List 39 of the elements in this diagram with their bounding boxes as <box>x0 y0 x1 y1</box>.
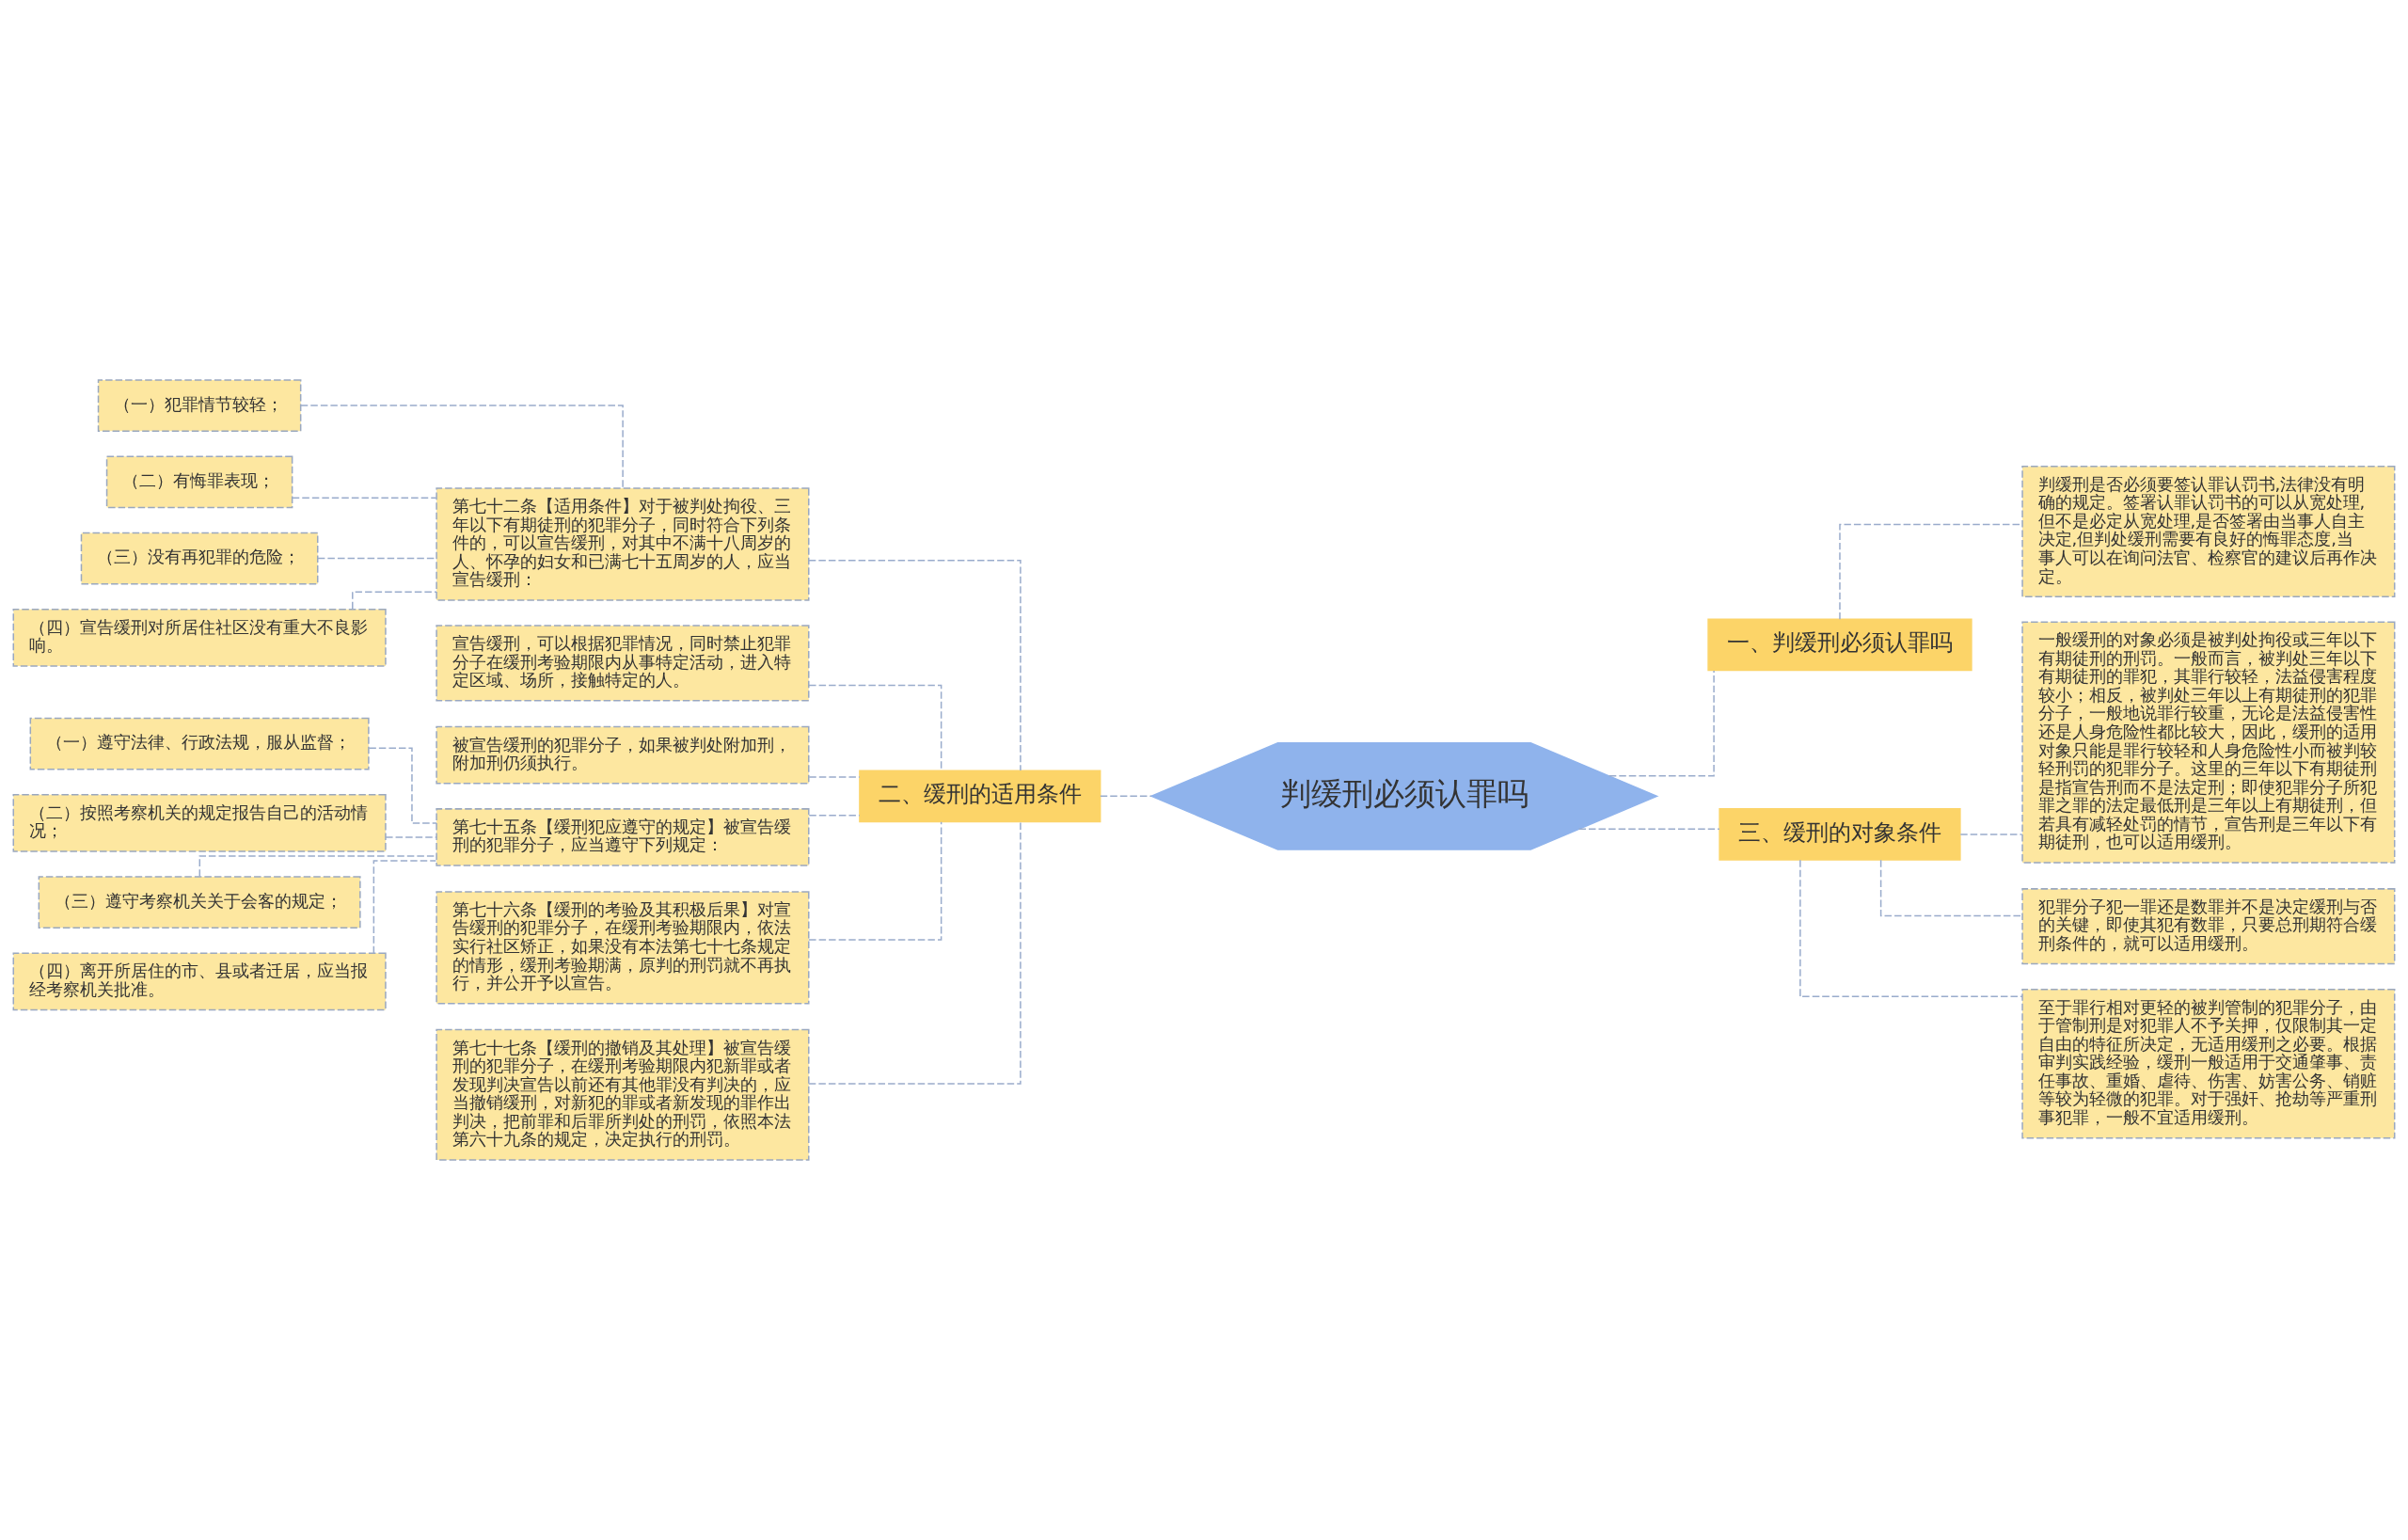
connector <box>368 747 437 824</box>
connector <box>808 820 943 941</box>
node-box: 第七十六条【缓刑的考验及其积极后果】对宣告缓刑的犯罪分子，在缓刑考验期限内，依法实行社区矫正，如果没有本法第七十七条规定的情形，缓刑考验期满，原判的刑罚就不再执行，并公开予以宣告。 <box>436 891 810 1005</box>
node-box: 判缓刑是否必须要签认罪认罚书,法律没有明确的规定。签署认罪认罚书的可以从宽处理,但不是必定从宽处理,是否签署由当事人自主决定,但判处缓刑需要有良好的悔罪态度,当事人可以在询问法官、检察官的建议后再作决定。 <box>2021 466 2396 597</box>
connector <box>372 860 437 954</box>
connector <box>808 820 1022 1085</box>
node-box: 宣告缓刑，可以根据犯罪情况，同时禁止犯罪分子在缓刑考验期限内从事特定活动，进入特定区域、场所，接触特定的人。 <box>436 625 810 702</box>
connector <box>1879 859 2023 917</box>
connector <box>808 776 861 778</box>
connector <box>1100 795 1152 798</box>
connector <box>1608 670 1715 777</box>
node-box: （一）遵守法律、行政法规，服从监督； <box>29 717 370 770</box>
node-box: 第七十五条【缓刑犯应遵守的规定】被宣告缓刑的犯罪分子，应当遵守下列规定： <box>436 808 810 866</box>
connector <box>808 684 943 771</box>
connector <box>300 405 624 489</box>
connector <box>292 497 437 499</box>
node-box: （三）没有再犯罪的危险； <box>80 532 319 585</box>
node-box: 一、判缓刑必须认罪吗 <box>1707 618 1972 672</box>
node-box: （四）离开所居住的市、县或者迁居，应当报经考察机关批准。 <box>12 952 387 1011</box>
connector <box>808 560 1022 771</box>
connector <box>352 591 437 611</box>
connector <box>1959 834 2023 835</box>
node-box: 犯罪分子犯一罪还是数罪并不是决定缓刑与否的关键，即使其犯有数罪，只要总刑期符合缓刑条件的，就可以适用缓刑。 <box>2021 888 2396 965</box>
connector <box>385 836 437 838</box>
node-box: （二）有悔罪表现； <box>105 455 293 509</box>
connector <box>1577 828 1720 831</box>
node-box: （一）犯罪情节较轻； <box>97 379 302 432</box>
node-box: （二）按照考察机关的规定报告自己的活动情况； <box>12 794 387 852</box>
node-box: 至于罪行相对更轻的被判管制的犯罪分子，由于管制刑是对犯罪人不予关押，仅限制其一定自由的特征所决定，无适用缓刑之必要。根据审判实践经验，缓刑一般适用于交通肇事、责任事故、重婚、虐待、伤害、妨害公务、销赃等较为轻微的犯罪。对于强奸、抢劫等严重刑事犯罪，一般不宜适用缓刑。 <box>2021 988 2396 1139</box>
connector <box>1799 859 2023 997</box>
node-box: （四）宣告缓刑对所居住社区没有重大不良影响。 <box>12 609 387 667</box>
node-box: 一般缓刑的对象必须是被判处拘役或三年以下有期徒刑的刑罚。一般而言，被判处三年以下有期徒刑的罪犯，其罪行较轻，法益侵害程度较小；相反，被判处三年以上有期徒刑的犯罪分子，一般地说罪行较重，无论是法益侵害性还是人身危险性都比较大，因此，缓刑的适用对象只能是罪行较轻和人身危险性小而被判较轻刑罚的犯罪分子。这里的三年以下有期徒刑是指宣告刑而不是法定刑；即使犯罪分子所犯罪之罪的法定最低刑是三年以上有期徒刑，但若具有减轻处罚的情节，宣告刑是三年以下有期徒刑，也可以适用缓刑。 <box>2021 621 2396 864</box>
connector <box>808 814 861 817</box>
node-box: 三、缓刑的对象条件 <box>1719 808 1961 861</box>
node-box: （三）遵守考察机关关于会客的规定； <box>38 876 361 929</box>
node-box: 第七十七条【缓刑的撤销及其处理】被宣告缓刑的犯罪分子，在缓刑考验期限内犯新罪或者发现判决宣告以前还有其他罪没有判决的，应当撤销缓刑，对新犯的罪或者新发现的罪作出判决，把前罪和后罪所判处的刑罚，依照本法第六十九条的规定，决定执行的刑罚。 <box>436 1028 810 1161</box>
node-box: 被宣告缓刑的犯罪分子，如果被判处附加刑，附加刑仍须执行。 <box>436 725 810 785</box>
node-box: 第七十二条【适用条件】对于被判处拘役、三年以下有期徒刑的犯罪分子，同时符合下列条件的，可以宣告缓刑，对其中不满十八周岁的人、怀孕的妇女和已满七十五周岁的人，应当宣告缓刑： <box>436 487 810 601</box>
node-box: 二、缓刑的适用条件 <box>859 770 1101 823</box>
